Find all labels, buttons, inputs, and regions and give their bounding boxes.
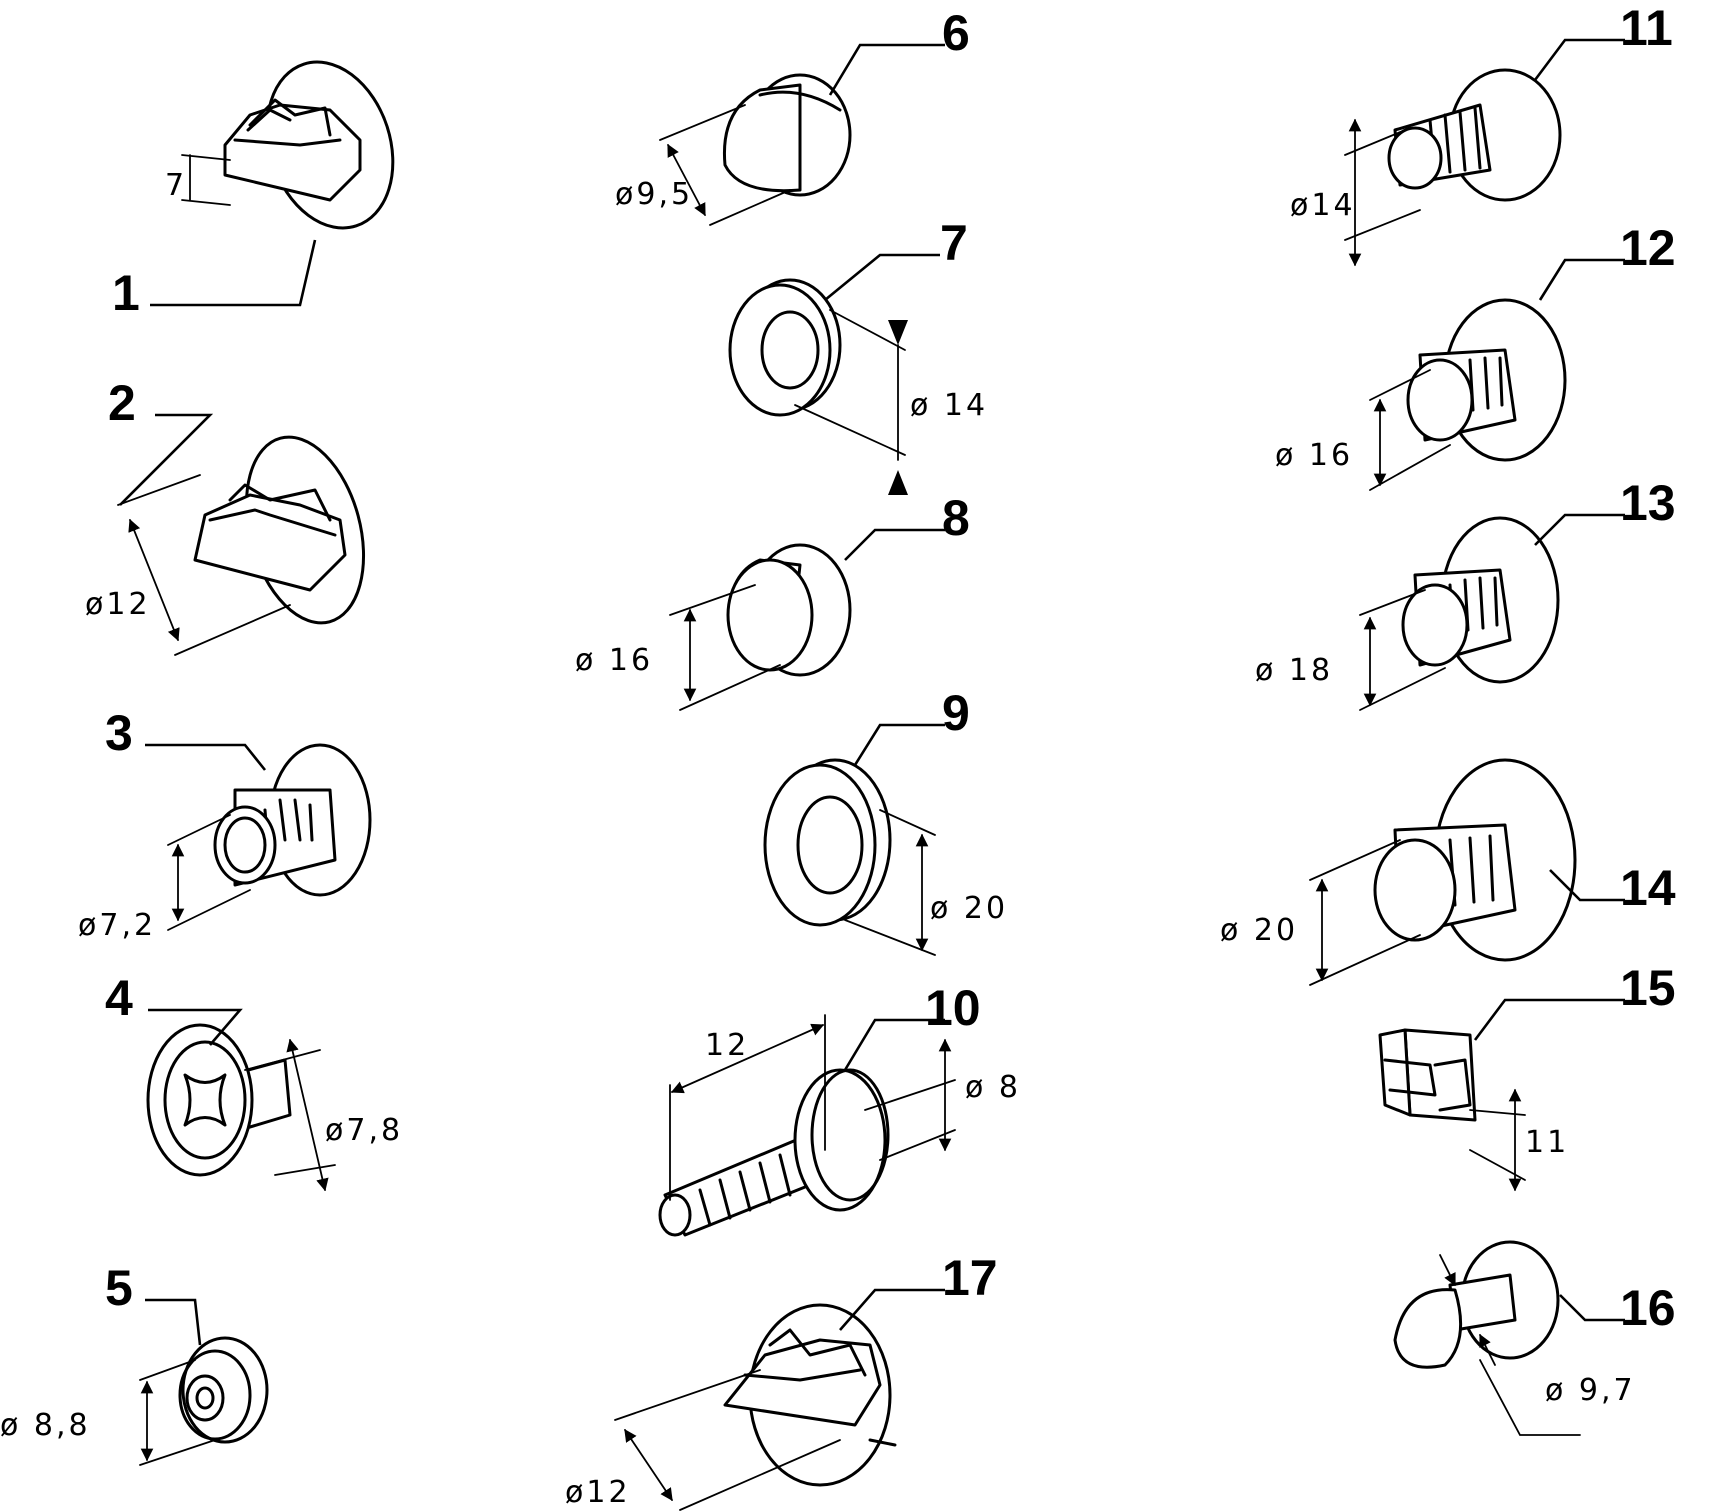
part-15-leader	[1473, 998, 1625, 1041]
part-10: ø 8 12 10	[658, 980, 1021, 1237]
part-11-number: 11	[1620, 0, 1673, 56]
part-10-number: 10	[925, 980, 981, 1036]
part-11-leader	[1533, 38, 1625, 81]
part-15-drawing	[1378, 1028, 1477, 1122]
part-12-dimension: ø 16	[1275, 438, 1353, 473]
part-6-number: 6	[942, 5, 970, 61]
part-14-drawing	[1373, 758, 1577, 962]
part-17-dim-line	[614, 1369, 841, 1511]
part-14-leader	[1549, 869, 1625, 902]
part-13-dimension: ø 18	[1255, 653, 1333, 688]
part-7-dim-line	[794, 309, 906, 456]
part-2: ø12 2	[85, 375, 366, 656]
part-4-number: 4	[105, 970, 133, 1026]
part-9-leader	[853, 723, 945, 766]
part-11-drawing	[1387, 68, 1562, 202]
part-9-dimension: ø 20	[930, 891, 1008, 926]
part-1-dimension: 7	[165, 168, 187, 203]
part-2-dim-line	[117, 474, 291, 656]
part-5-number: 5	[105, 1260, 133, 1316]
part-10-leader	[843, 1018, 945, 1071]
part-8-number: 8	[942, 490, 970, 546]
part-13-drawing	[1401, 516, 1560, 684]
part-15-number: 15	[1620, 960, 1676, 1016]
part-16-dim-line	[1479, 1359, 1581, 1436]
part-16-number: 16	[1620, 1280, 1676, 1336]
part-6-dim-line	[659, 104, 791, 226]
part-6: ø9,5 6	[615, 5, 970, 226]
part-9: ø 20 9	[763, 685, 1008, 956]
part-8-leader	[844, 528, 945, 561]
part-15-dimension: 11	[1525, 1125, 1569, 1160]
part-3-drawing	[213, 743, 372, 897]
part-10-drawing	[658, 1068, 890, 1237]
part-13: ø 18 13	[1255, 475, 1676, 711]
part-16-leader	[1559, 1294, 1625, 1322]
part-7-drawing	[728, 278, 842, 417]
part-14-dim-line	[1309, 839, 1421, 986]
part-14-dimension: ø 20	[1220, 913, 1298, 948]
part-16-dimension: ø 9,7	[1545, 1373, 1636, 1408]
part-13-leader	[1534, 513, 1625, 546]
part-9-number: 9	[942, 685, 970, 741]
part-5-drawing	[178, 1336, 269, 1444]
part-16: ø 9,7 16	[1393, 1240, 1676, 1436]
part-1-dim-line	[181, 154, 231, 206]
part-4-leader	[148, 1008, 243, 1046]
part-12: ø 16 12	[1275, 220, 1676, 491]
part-9-drawing	[763, 758, 892, 927]
part-5-dimension: ø 8,8	[0, 1408, 91, 1443]
part-1-number: 1	[112, 265, 140, 321]
part-7-number: 7	[940, 215, 968, 271]
part-3-leader	[145, 743, 267, 771]
part-1-leader	[150, 239, 317, 307]
part-17: ø12 17	[565, 1250, 998, 1511]
part-5: ø 8,8 5	[0, 1260, 269, 1466]
part-14: ø 20 14	[1220, 758, 1676, 986]
part-12-number: 12	[1620, 220, 1676, 276]
part-13-number: 13	[1620, 475, 1676, 531]
part-2-leader	[119, 413, 214, 506]
part-4-dimension: ø7,8	[325, 1113, 403, 1148]
part-15: 11 15	[1378, 960, 1676, 1192]
part-2-drawing	[193, 435, 366, 625]
part-8: ø 16 8	[575, 490, 970, 711]
part-17-leader	[839, 1288, 945, 1331]
part-5-leader	[145, 1298, 202, 1346]
part-17-dimension: ø12	[565, 1475, 631, 1510]
part-15-dim-line	[1469, 1109, 1526, 1181]
part-3: ø7,2 3	[78, 705, 372, 943]
part-1: 7 1	[112, 60, 395, 321]
part-8-dimension: ø 16	[575, 643, 653, 678]
part-8-drawing	[726, 543, 852, 677]
part-3-dimension: ø7,2	[78, 908, 156, 943]
part-6-drawing	[722, 73, 852, 197]
part-7: ø 14 7	[728, 215, 988, 495]
part-16-drawing	[1393, 1240, 1560, 1369]
part-7-leader	[824, 253, 940, 302]
part-12-drawing	[1406, 298, 1567, 462]
part-6-leader	[828, 43, 945, 96]
part-4-drawing	[146, 1023, 292, 1177]
part-14-number: 14	[1620, 860, 1676, 916]
part-7-dimension: ø 14	[910, 388, 988, 423]
part-11-dimension: ø14	[1290, 188, 1356, 223]
part-6-dimension: ø9,5	[615, 177, 693, 212]
part-2-dimension: ø12	[85, 587, 151, 622]
part-11: ø14 11	[1290, 0, 1673, 267]
part-17-drawing	[723, 1303, 897, 1487]
part-17-number: 17	[942, 1250, 998, 1306]
part-3-dim-line	[167, 814, 251, 931]
part-3-number: 3	[105, 705, 133, 761]
part-12-leader	[1538, 258, 1625, 301]
part-10-dimension: ø 8	[965, 1070, 1021, 1105]
part-10-length: 12	[705, 1028, 749, 1063]
part-2-number: 2	[108, 375, 136, 431]
part-1-drawing	[223, 60, 395, 230]
part-4: ø7,8 4	[105, 970, 403, 1192]
